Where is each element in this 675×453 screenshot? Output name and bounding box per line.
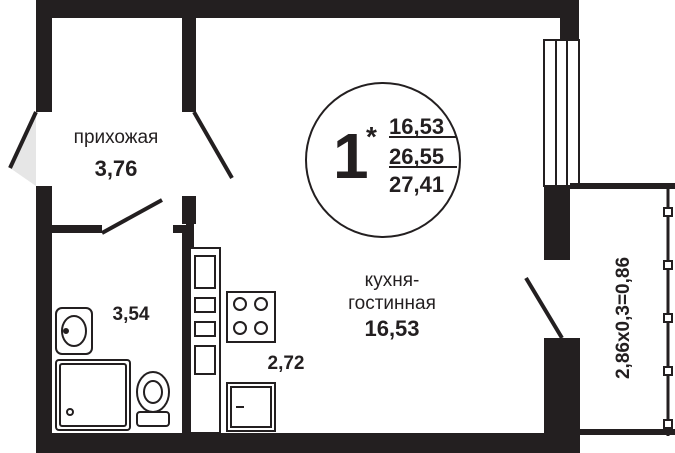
total-area-with-balcony-value: 27,41 bbox=[389, 172, 444, 197]
doors bbox=[8, 111, 564, 340]
top-wall bbox=[36, 0, 579, 18]
rooms-marker: * bbox=[366, 121, 377, 152]
balcony-area-formula: 2,86x0,3=0,86 bbox=[613, 257, 634, 379]
rooms-count: 1 bbox=[333, 120, 369, 192]
hallway-name: прихожая bbox=[74, 127, 159, 148]
apartment-summary: 1 * 16,53 26,55 27,41 bbox=[305, 82, 461, 238]
partition-mid bbox=[182, 196, 196, 224]
partition-top bbox=[182, 0, 196, 112]
kitchen-zone-area: 2,72 bbox=[268, 353, 305, 374]
balcony-posts bbox=[663, 207, 673, 429]
bathroom-top-wall-right bbox=[173, 225, 190, 233]
bathroom-top-wall bbox=[52, 225, 102, 233]
left-wall-upper bbox=[36, 0, 52, 112]
right-wall-middle bbox=[544, 186, 570, 260]
balcony bbox=[570, 183, 675, 436]
kitchen-living-name-line2: гостинная bbox=[348, 293, 436, 314]
window bbox=[543, 39, 580, 187]
kitchen-living-area: 16,53 bbox=[364, 316, 419, 341]
stove-icon bbox=[226, 291, 276, 343]
entrance-door-leaf bbox=[8, 111, 38, 169]
kitchen-living-name-line1: кухня- bbox=[365, 270, 420, 291]
balcony-door-leaf bbox=[524, 276, 564, 340]
right-wall-lower bbox=[544, 338, 580, 453]
hallway-area: 3,76 bbox=[95, 156, 138, 181]
window-frame bbox=[543, 39, 580, 187]
bathroom-area: 3,54 bbox=[113, 304, 150, 325]
bathroom-right-partition bbox=[182, 233, 190, 453]
kitchen-fixtures bbox=[189, 247, 276, 434]
bottom-wall bbox=[36, 433, 580, 453]
summary-circle bbox=[305, 82, 461, 238]
living-door-leaf bbox=[192, 111, 234, 179]
bathroom-fixtures bbox=[55, 307, 170, 431]
walls bbox=[36, 0, 580, 453]
living-area-value: 16,53 bbox=[389, 114, 444, 139]
bathroom-door-leaf bbox=[101, 198, 163, 235]
total-area-value: 26,55 bbox=[389, 144, 444, 169]
right-wall-upper bbox=[560, 0, 579, 40]
left-wall-lower bbox=[36, 186, 52, 453]
